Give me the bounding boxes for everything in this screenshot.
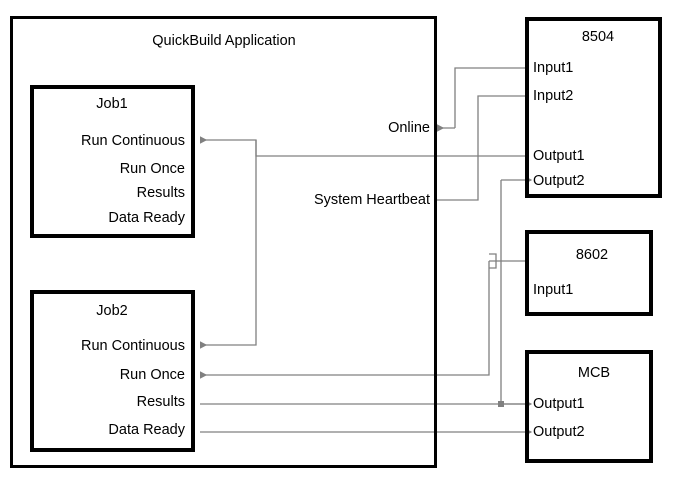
- job1-port-run-once[interactable]: Run Once: [119, 160, 185, 177]
- wire-online-to-8504-input1: [454, 67, 525, 128]
- job2-port-run-once[interactable]: Run Once: [119, 366, 185, 383]
- wire-8602-to-job2-run-once: [200, 261, 490, 379]
- wire-8602-junction: [489, 253, 497, 269]
- application-title: QuickBuild Application: [152, 32, 296, 49]
- job1-box[interactable]: [30, 85, 195, 238]
- job2-port-run-continuous[interactable]: Run Continuous: [81, 337, 185, 354]
- device-8504-port-output2[interactable]: Output2: [533, 172, 585, 189]
- device-mcb-port-output1[interactable]: Output1: [533, 395, 585, 412]
- device-8504-title: 8504: [581, 28, 615, 45]
- device-8504-port-output1[interactable]: Output1: [533, 147, 585, 164]
- device-mcb-title: MCB: [577, 364, 611, 381]
- device-8504-box[interactable]: [525, 17, 662, 198]
- signal-online: Online: [388, 119, 430, 136]
- device-mcb-port-output2[interactable]: Output2: [533, 423, 585, 440]
- wire-system-heartbeat-to-8504-input2: [437, 95, 525, 201]
- wire-junction-dot: [498, 401, 504, 407]
- job2-title: Job2: [96, 302, 128, 319]
- device-mcb-box[interactable]: [525, 350, 653, 463]
- wire-to-8504-output2: [500, 180, 525, 405]
- job1-port-data-ready[interactable]: Data Ready: [108, 209, 185, 226]
- job1-port-results[interactable]: Results: [136, 184, 185, 201]
- device-8504-port-input1[interactable]: Input1: [533, 59, 574, 76]
- device-8602-title: 8602: [575, 246, 609, 263]
- job2-box[interactable]: [30, 290, 195, 452]
- device-8504-port-input2[interactable]: Input2: [533, 87, 574, 104]
- job1-port-run-continuous[interactable]: Run Continuous: [81, 132, 185, 149]
- job1-title: Job1: [96, 95, 128, 112]
- device-8602-box[interactable]: [525, 230, 653, 316]
- signal-system-heartbeat: System Heartbeat: [313, 191, 430, 208]
- device-8602-port-input1[interactable]: Input1: [533, 281, 574, 298]
- job2-port-results[interactable]: Results: [136, 393, 185, 410]
- quickbuild-application-container: [10, 16, 437, 468]
- wire-8504-output2-to-job2-run-continuous: [200, 140, 257, 349]
- job2-port-data-ready[interactable]: Data Ready: [108, 421, 185, 438]
